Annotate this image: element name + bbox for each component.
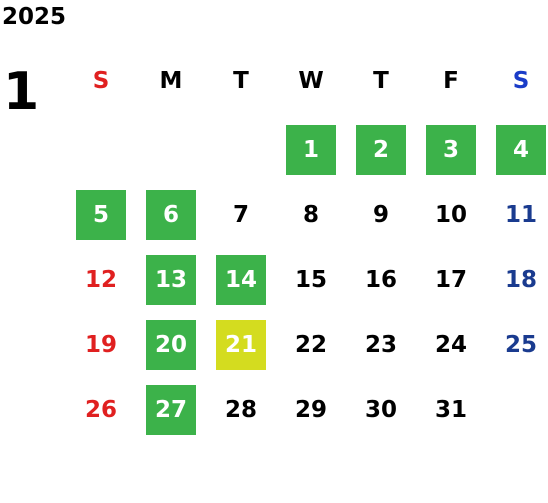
day-cell-27[interactable]: 27	[146, 385, 196, 435]
day-cell-22[interactable]: 22	[294, 332, 327, 358]
day-cell-28[interactable]: 28	[224, 397, 257, 423]
day-cell-19[interactable]: 19	[84, 332, 117, 358]
day-cell-18[interactable]: 18	[504, 267, 537, 293]
day-cell-1[interactable]: 1	[286, 125, 336, 175]
year-label: 2025	[2, 4, 67, 30]
day-cell-17[interactable]: 17	[434, 267, 467, 293]
day-cell-21[interactable]: 21	[216, 320, 266, 370]
day-cell-2[interactable]: 2	[356, 125, 406, 175]
weekday-fri: F	[443, 68, 459, 94]
weekday-sun: S	[92, 68, 110, 94]
day-cell-20[interactable]: 20	[146, 320, 196, 370]
day-cell-8[interactable]: 8	[302, 202, 319, 228]
month-number: 1	[3, 62, 40, 122]
day-cell-26[interactable]: 26	[84, 397, 117, 423]
weekday-tue: T	[233, 68, 249, 94]
day-cell-23[interactable]: 23	[364, 332, 397, 358]
day-cell-24[interactable]: 24	[434, 332, 467, 358]
day-cell-11[interactable]: 11	[504, 202, 537, 228]
day-cell-30[interactable]: 30	[364, 397, 397, 423]
weekday-thu: T	[373, 68, 389, 94]
day-cell-5[interactable]: 5	[76, 190, 126, 240]
day-cell-13[interactable]: 13	[146, 255, 196, 305]
day-cell-14[interactable]: 14	[216, 255, 266, 305]
day-cell-16[interactable]: 16	[364, 267, 397, 293]
day-cell-12[interactable]: 12	[84, 267, 117, 293]
day-cell-29[interactable]: 29	[294, 397, 327, 423]
day-cell-4[interactable]: 4	[496, 125, 546, 175]
day-cell-6[interactable]: 6	[146, 190, 196, 240]
weekday-wed: W	[298, 68, 324, 94]
day-cell-10[interactable]: 10	[434, 202, 467, 228]
day-cell-9[interactable]: 9	[372, 202, 389, 228]
day-cell-3[interactable]: 3	[426, 125, 476, 175]
day-cell-15[interactable]: 15	[294, 267, 327, 293]
weekday-mon: M	[159, 68, 183, 94]
day-cell-7[interactable]: 7	[232, 202, 249, 228]
day-cell-25[interactable]: 25	[504, 332, 537, 358]
weekday-sat: S	[512, 68, 530, 94]
day-cell-31[interactable]: 31	[434, 397, 467, 423]
